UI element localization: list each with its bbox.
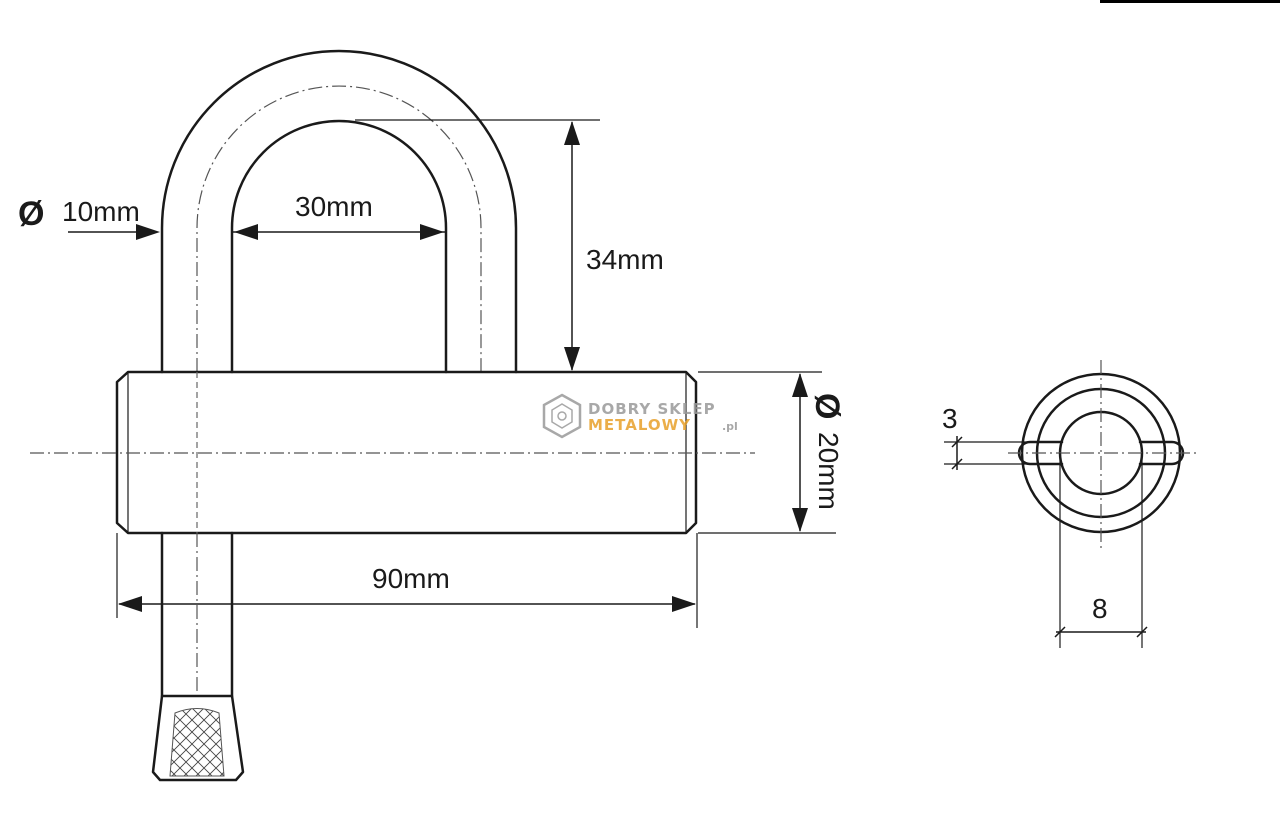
pin-thickness-label: 3 xyxy=(942,403,958,434)
dimension-body-diameter: Ø 20mm xyxy=(698,371,846,534)
watermark-line2: METALOWY xyxy=(588,416,691,434)
dimension-body-length: 90mm xyxy=(116,533,698,628)
dimension-shackle-height: 34mm xyxy=(355,119,664,371)
knurl-pattern xyxy=(169,708,225,777)
watermark-suffix: .pl xyxy=(722,420,738,433)
knurled-tip xyxy=(151,694,245,782)
logo-nut-hole-icon xyxy=(557,411,567,421)
shackle-centerline xyxy=(196,85,482,372)
shackle-outer xyxy=(160,49,518,374)
shackle-inner xyxy=(230,119,448,374)
dimension-bore-width: 8 xyxy=(1054,453,1148,648)
body-length-label: 90mm xyxy=(372,563,450,594)
diameter-symbol-rod: Ø xyxy=(18,195,44,233)
inner-width-label: 30mm xyxy=(295,191,373,222)
body-diameter-label: 20mm xyxy=(813,432,844,510)
logo-inner-hexagon-icon xyxy=(551,403,573,429)
side-view xyxy=(30,49,755,782)
dimension-pin-thickness: 3 xyxy=(942,403,1030,470)
shackle-height-label: 34mm xyxy=(586,244,664,275)
watermark-line1: DOBRY SKLEP xyxy=(588,400,716,418)
dimension-rod-diameter: Ø 10mm xyxy=(18,195,446,240)
rod-diameter-label: 10mm xyxy=(62,196,140,227)
diameter-symbol-body: Ø xyxy=(808,393,846,419)
end-view xyxy=(1008,360,1200,548)
logo-hexagon-icon xyxy=(542,393,582,439)
dimension-inner-width: 30mm xyxy=(234,191,444,240)
cross-pin xyxy=(1017,440,1185,466)
watermark-logo: DOBRY SKLEP METALOWY .pl xyxy=(542,393,738,439)
bore-width-label: 8 xyxy=(1092,593,1108,624)
